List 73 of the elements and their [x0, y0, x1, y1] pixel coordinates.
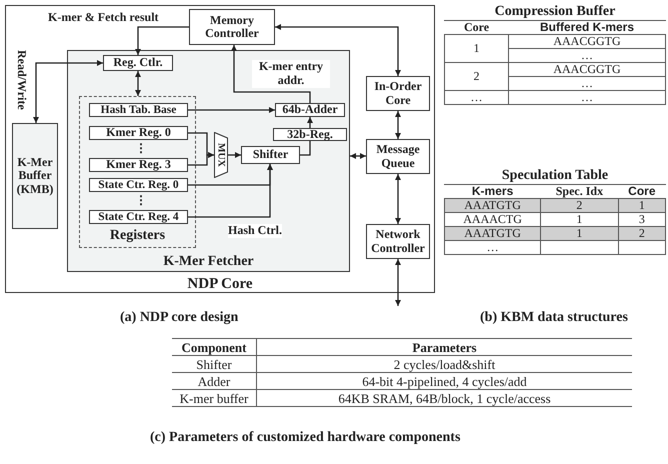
column-header: Buffered K-mers: [508, 21, 666, 34]
arrow: [395, 259, 401, 306]
table-cell: 2: [444, 62, 508, 90]
controller-box: Memory Controller: [189, 9, 275, 45]
table-cell: AAATGTG: [444, 198, 541, 212]
group-title: NDP Core: [187, 276, 253, 292]
column-header: Spec. Idx: [540, 185, 618, 198]
register-box: State Ctr. Reg. 0: [89, 178, 188, 192]
register-box: 32b-Reg.: [273, 128, 347, 141]
table-cell: 2: [618, 226, 666, 240]
edge-label: Hash Ctrl.: [228, 224, 282, 238]
group-title: K-Mer Fetcher: [163, 254, 254, 270]
ellipsis-mark: ⋮: [135, 193, 147, 207]
column-header: Core: [618, 185, 666, 198]
register-box: Kmer Reg. 3: [89, 158, 188, 172]
figure-caption: (c) Parameters of customized hardware components: [150, 430, 460, 446]
adder-box: 64b-Adder: [275, 103, 345, 117]
ellipsis-mark: ⋮: [135, 141, 147, 155]
column-header: K-mers: [444, 185, 541, 198]
table-cell: Shifter: [172, 356, 256, 372]
table-cell: 2 cycles/load&shift: [256, 356, 632, 372]
arrow: [275, 24, 401, 76]
arrow: [33, 60, 103, 123]
register-box: Kmer Reg. 0: [89, 126, 188, 140]
register-box: State Ctr. Reg. 4: [89, 210, 188, 224]
figure-caption: (a) NDP core design: [120, 310, 238, 326]
table-title: Compression Buffer: [444, 4, 666, 21]
table-title: Speculation Table: [444, 168, 666, 185]
buffer-box: K-Mer Buffer (KMB): [12, 123, 58, 229]
arrow: [135, 71, 141, 96]
table-cell: 64-bit 4-pipelined, 4 cycles/add: [256, 372, 632, 390]
arrow: [231, 45, 311, 103]
table-cell: …: [508, 90, 666, 104]
arrow: [188, 164, 273, 218]
table-cell: AAACGGTG: [508, 62, 666, 76]
table-cell: 64KB SRAM, 64B/block, 1 cycle/access: [256, 390, 632, 406]
group-title: Registers: [110, 228, 166, 244]
table-cell: AAATGTG: [444, 226, 541, 240]
table-cell: 1: [444, 34, 508, 62]
table-cell: K-mer buffer: [172, 390, 256, 406]
table-cell: …: [444, 90, 508, 104]
arrow: [350, 153, 366, 159]
table-cell: Adder: [172, 372, 256, 390]
controller-box: Reg. Ctlr.: [103, 55, 173, 71]
table-cell: …: [444, 240, 541, 254]
arrow: [188, 107, 275, 113]
register-group: [79, 96, 196, 248]
table-cell: Component: [172, 338, 256, 356]
fetcher-panel: [67, 50, 350, 272]
register-box: Hash Tab. Base: [89, 103, 188, 117]
table-cell: …: [508, 76, 666, 90]
table-cell: 1: [618, 198, 666, 212]
table-cell: 2: [540, 198, 618, 212]
multiplexer-symbol: MUX: [214, 132, 228, 178]
arrow: [188, 152, 214, 166]
shifter-box: Shifter: [241, 146, 300, 164]
queue-box: Message Queue: [366, 139, 430, 174]
arrow: [300, 141, 311, 156]
arrow: [395, 174, 401, 224]
core-box: In-Order Core: [366, 76, 430, 111]
table-cell: …: [508, 48, 666, 62]
edge-label: K-mer entry addr.: [252, 60, 330, 88]
arrow: [395, 111, 401, 139]
table-cell: Parameters: [256, 338, 632, 356]
table-cell: 1: [540, 226, 618, 240]
figure-caption: (b) KBM data structures: [480, 310, 628, 326]
table-cell: AAACGGTG: [508, 34, 666, 48]
arrow: [135, 26, 189, 55]
controller-box: Network Controller: [366, 224, 430, 259]
arrow: [307, 117, 313, 128]
arrow: [228, 152, 241, 158]
core-frame: [5, 5, 435, 293]
column-header: Core: [444, 21, 508, 34]
